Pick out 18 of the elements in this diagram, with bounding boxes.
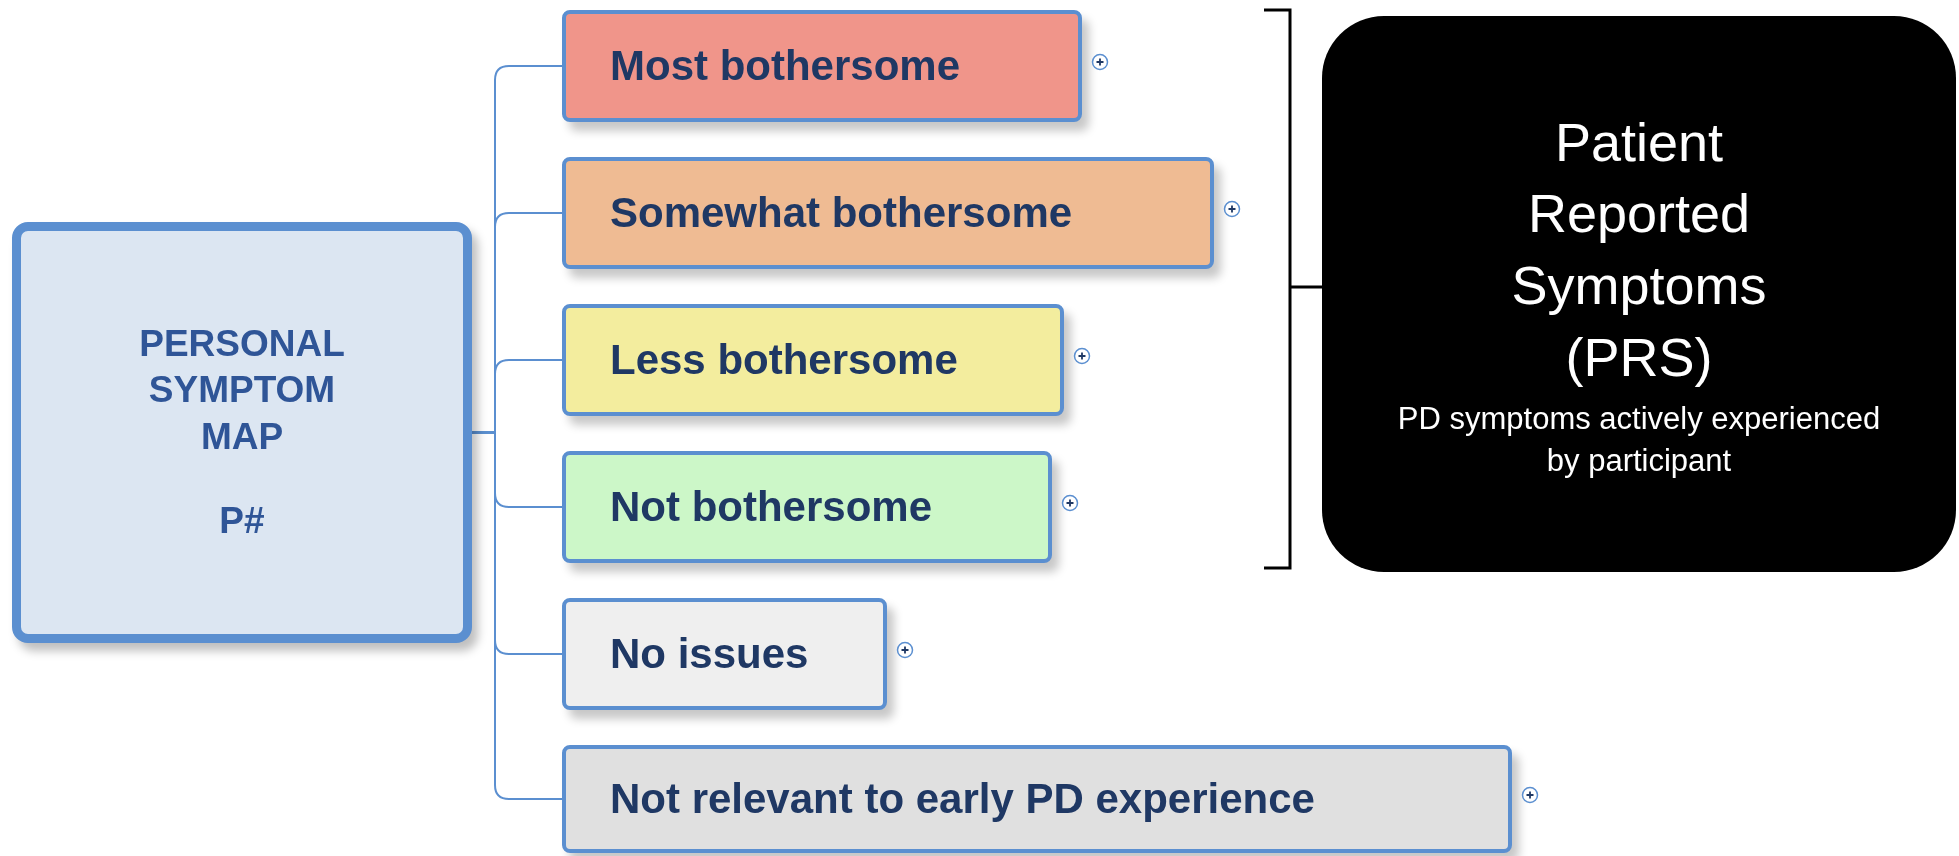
category-box xyxy=(562,157,1214,269)
category-box xyxy=(562,598,887,710)
category-label: Less bothersome xyxy=(610,336,958,384)
category-label: No issues xyxy=(610,630,809,678)
category-label: Most bothersome xyxy=(610,42,961,90)
category-label: Somewhat bothersome xyxy=(610,189,1073,237)
description-text: PD symptoms actively experienced by participant xyxy=(1396,399,1882,480)
category-label: Not bothersome xyxy=(610,483,932,531)
title-text: PERSONAL SYMPTOM MAP xyxy=(138,322,346,459)
category-label: Not relevant to early PD experience xyxy=(610,775,1315,823)
category-box xyxy=(562,10,1082,122)
category-box xyxy=(562,451,1052,563)
heading-text: Patient Reported Symptoms (PRS) xyxy=(1510,110,1768,389)
id-text: P# xyxy=(219,498,265,543)
root-box xyxy=(12,222,472,643)
category-box xyxy=(562,745,1512,853)
summary-box xyxy=(1322,16,1956,572)
category-box xyxy=(562,304,1064,416)
